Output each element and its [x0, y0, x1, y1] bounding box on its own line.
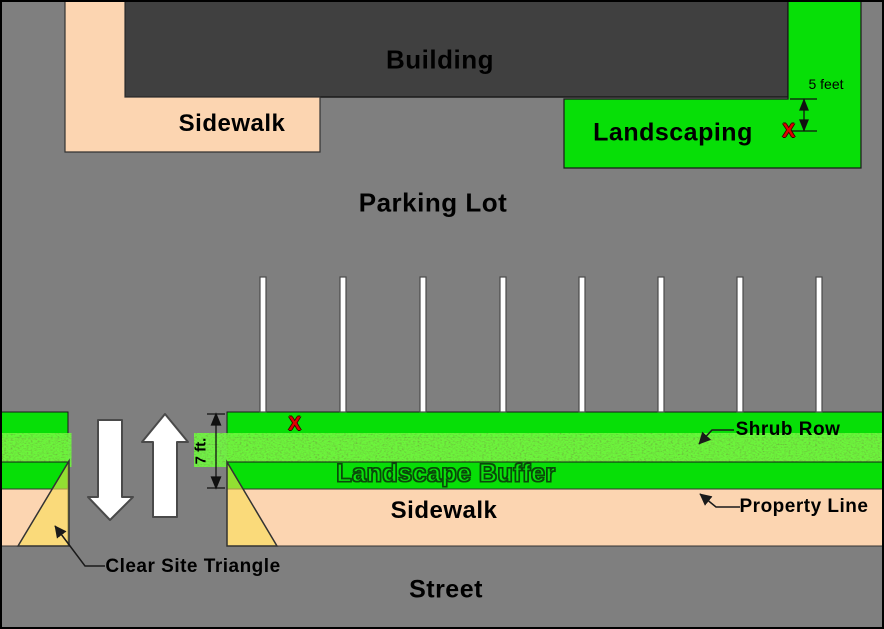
- property-line-label: Property Line: [739, 496, 869, 517]
- clear-site-triangle-leader-arrow: [54, 525, 105, 567]
- parking-lot-label: Parking Lot: [358, 187, 508, 218]
- buffer-x-marker: X: [288, 414, 302, 435]
- dimension-arrow-up-icon: [799, 98, 809, 111]
- parking-stall-line: [736, 276, 744, 413]
- shrub-row-texture: [227, 438, 884, 462]
- dimension-arrow-up-icon: [210, 412, 222, 426]
- parking-stall-line: [259, 276, 267, 413]
- sidewalk-top-region: [64, 0, 321, 153]
- clear-site-triangle-label: Clear Site Triangle: [105, 556, 281, 577]
- dimension-7ft: [207, 412, 225, 490]
- landscaping-region: [563, 0, 862, 169]
- sidewalk-bottom-region: [226, 488, 884, 547]
- parking-stall-line: [499, 276, 507, 413]
- shrub-row-label: Shrub Row: [735, 419, 841, 440]
- dimension-5feet: [790, 98, 817, 132]
- parking-stall-line: [815, 276, 823, 413]
- landscape-buffer-label: Landscape Buffer: [336, 459, 556, 488]
- traffic-up-arrow-icon: [141, 413, 189, 518]
- dimension-arrow-down-icon: [799, 119, 809, 132]
- landscaping-label: Landscaping: [593, 118, 753, 147]
- parking-stall-line: [657, 276, 665, 413]
- landscaping-x-marker: X: [782, 121, 796, 142]
- parking-stall-line: [419, 276, 427, 413]
- clear-site-triangle-right: [226, 459, 279, 547]
- landscape-buffer-right-segment: [226, 411, 884, 547]
- street-label: Street: [409, 575, 483, 604]
- buffer-green-strip-lower: [226, 461, 884, 490]
- property-line-leader-arrow: [699, 493, 740, 508]
- dimension-5feet-label: 5 feet: [808, 76, 844, 92]
- sidewalk-bottom-label: Sidewalk: [390, 497, 498, 524]
- shrub-row-leader-arrow: [698, 429, 734, 445]
- parking-stall-lines: [259, 276, 823, 413]
- dimension-arrow-down-icon: [210, 476, 222, 490]
- sidewalk-top-label: Sidewalk: [178, 110, 286, 137]
- building-label: Building: [386, 44, 494, 75]
- shrub-row-texture: [0, 438, 68, 462]
- buffer-green-strip-upper: [0, 411, 69, 439]
- traffic-down-arrow-icon: [87, 419, 134, 521]
- dimension-7ft-label: 7 ft.: [192, 437, 210, 465]
- building-region: [124, 0, 789, 98]
- parking-stall-line: [578, 276, 586, 413]
- clear-site-triangle-left: [16, 458, 70, 547]
- parking-stall-line: [339, 276, 347, 413]
